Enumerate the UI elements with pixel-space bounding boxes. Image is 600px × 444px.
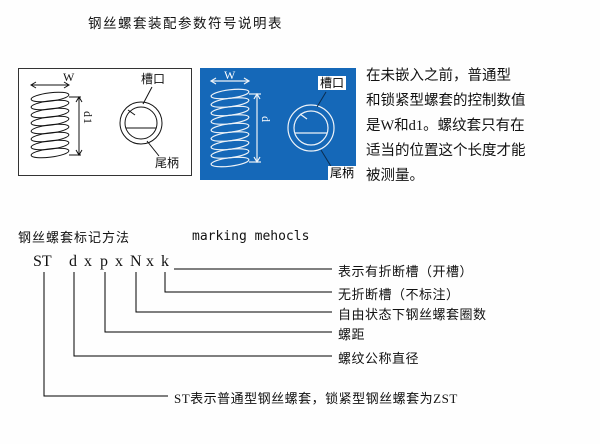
token-n: N [130, 253, 142, 270]
token-k: k [161, 253, 169, 270]
leader-k-unslotted [164, 272, 332, 293]
description-line: 在未嵌入之前，普通型 [366, 68, 511, 84]
annotation-slotted: 表示有折断槽（开槽） [338, 264, 474, 279]
leader-n-coils [135, 272, 332, 313]
width-dim-label: W [224, 68, 236, 82]
figure-insert-photo: W d 槽口 尾柄 [200, 68, 356, 180]
token-d: d [69, 253, 77, 270]
description-line: 是W和d1。螺纹套只有在 [366, 118, 525, 134]
annotation-type-prefix: ST表示普通型钢丝螺套，锁紧型钢丝螺套为ZST [174, 391, 458, 406]
page-title: 钢丝螺套装配参数符号说明表 [88, 16, 283, 31]
token-x2: x [115, 253, 123, 270]
notch-label: 槽口 [318, 76, 347, 90]
width-dim-label: W [63, 70, 75, 84]
token-st: ST [33, 253, 52, 270]
diameter-dim-label: d1 [81, 111, 95, 125]
marking-heading-cn: 钢丝螺套标记方法 [18, 230, 131, 245]
tang-label: 尾柄 [155, 156, 180, 170]
description-line: 和锁紧型螺套的控制数值 [366, 93, 526, 109]
insert-photo-graphic [209, 77, 335, 169]
description-line: 适当的位置这个长度才能 [366, 143, 526, 159]
token-x1: x [84, 253, 92, 270]
annotation-coil-count: 自由状态下钢丝螺套圈数 [338, 307, 487, 322]
annotation-nominal-diameter: 螺纹公称直径 [338, 351, 420, 366]
leader-p-pitch [104, 272, 332, 333]
annotation-pitch: 螺距 [338, 327, 366, 342]
leader-st-type [43, 272, 168, 397]
annotation-unslotted: 无折断槽（不标注） [338, 287, 460, 302]
diameter-dim-label: d [259, 116, 273, 123]
notch-label: 槽口 [141, 72, 166, 86]
tang-label: 尾柄 [328, 166, 356, 180]
token-x3: x [146, 253, 154, 270]
token-p: p [100, 253, 108, 270]
leader-d-diameter [73, 272, 332, 357]
description-paragraph: 在未嵌入之前，普通型 和锁紧型螺套的控制数值 是W和d1。螺纹套只有在 适当的位… [366, 64, 598, 189]
figure-insert-drawing: W d1 槽口 尾柄 [18, 68, 192, 176]
marking-heading-en: marking mehocls [192, 229, 310, 244]
insert-drawing-graphic [30, 81, 163, 159]
description-line: 被测量。 [366, 168, 424, 184]
